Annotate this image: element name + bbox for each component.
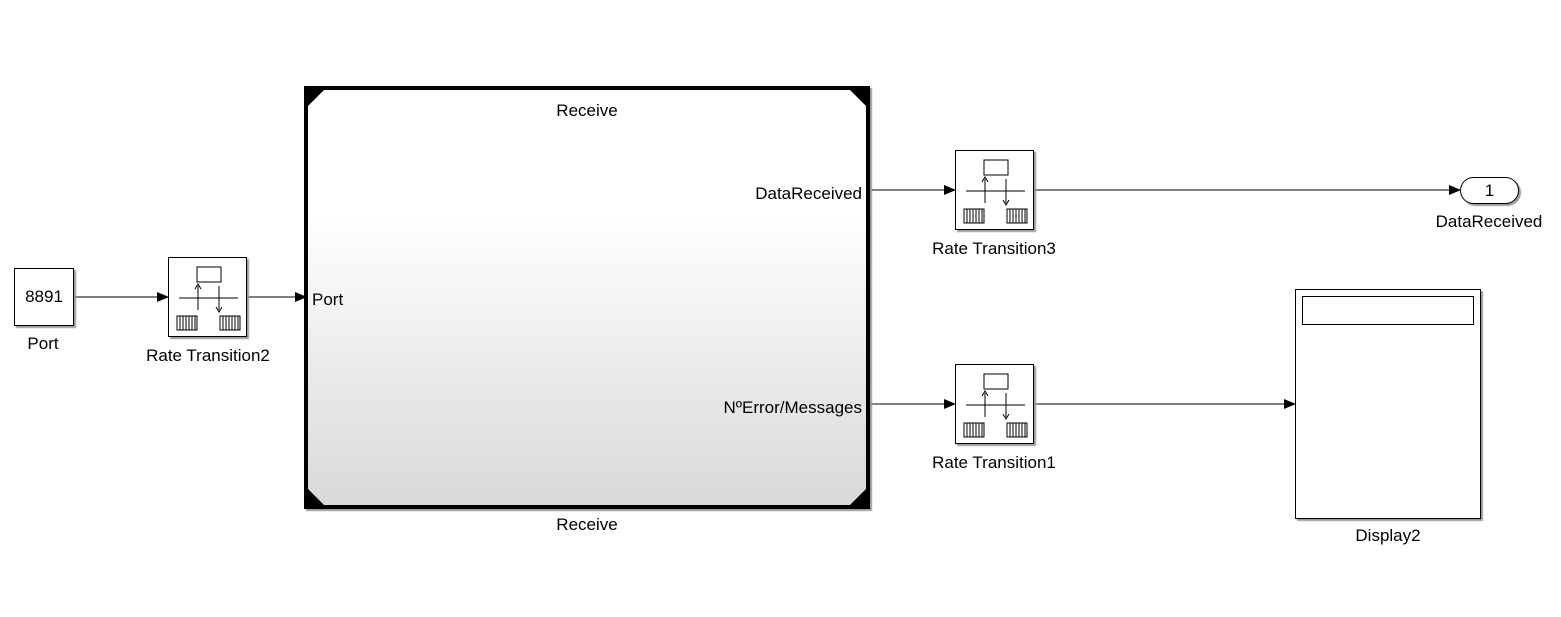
rate-transition1-block[interactable]: [955, 364, 1034, 444]
port-constant-value: 8891: [25, 287, 63, 306]
receive-subsystem-title: Receive: [556, 101, 618, 120]
receive-subsystem-block[interactable]: Receive Port DataReceived NºError/Messag…: [304, 86, 870, 509]
outport-1-number: 1: [1484, 180, 1495, 200]
display2-label: Display2: [1355, 526, 1421, 545]
display2-value-field: [1302, 296, 1474, 325]
rate-transition3-block[interactable]: [955, 150, 1034, 230]
display2-block[interactable]: [1295, 289, 1481, 519]
rate-transition-icon: [963, 159, 1028, 224]
receive-in-port-label: Port: [312, 290, 344, 309]
receive-out-port-dataReceived-label: DataReceived: [755, 184, 862, 203]
outport-1-block[interactable]: 1: [1460, 177, 1519, 204]
rate-transition1-label: Rate Transition1: [932, 453, 1056, 472]
rate-transition-icon: [176, 266, 241, 331]
rate-transition-icon: [963, 373, 1028, 438]
outport-1-label: DataReceived: [1435, 212, 1543, 231]
port-constant-block[interactable]: 8891: [14, 268, 74, 326]
rate-transition2-block[interactable]: [168, 257, 247, 337]
receive-subsystem-label: Receive: [556, 515, 618, 534]
port-constant-label: Port: [27, 334, 59, 353]
receive-out-port-errors-label: NºError/Messages: [723, 398, 862, 417]
rate-transition2-label: Rate Transition2: [146, 346, 270, 365]
rate-transition3-label: Rate Transition3: [932, 239, 1056, 258]
subsystem-corner-marks: [308, 90, 866, 505]
